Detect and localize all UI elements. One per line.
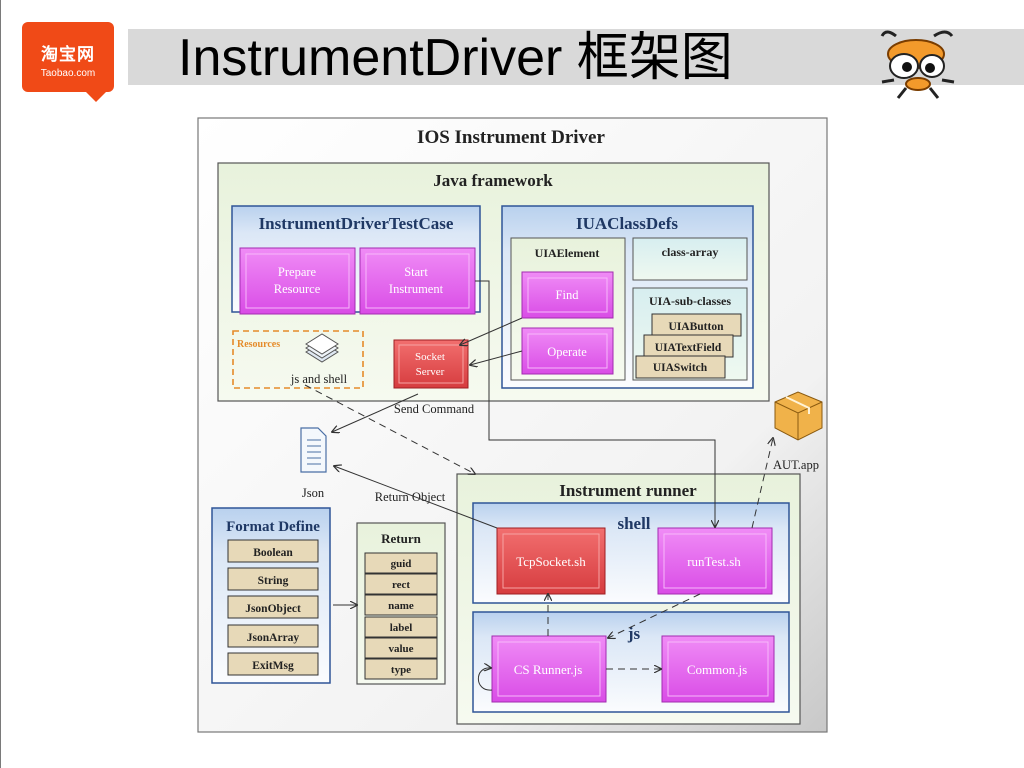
uiswitch-box	[635, 355, 726, 379]
send-command-label: Send Command	[394, 402, 475, 416]
common-js-label: Common.js	[687, 662, 747, 677]
operate-node: Operate	[521, 327, 614, 375]
format-define-title: Format Define	[226, 519, 320, 535]
prepare-label-1: Prepare	[278, 265, 317, 279]
common-js-node: Common.js	[661, 635, 775, 703]
ant-mascot-icon	[880, 30, 955, 99]
logo-en-text: Taobao.com	[40, 68, 96, 79]
format-item: Boolean	[253, 547, 293, 559]
find-to-socket-arrow	[460, 317, 523, 345]
format-item: JsonObject	[245, 603, 301, 615]
operate-label: Operate	[547, 345, 587, 359]
format-item: JsonArray	[247, 632, 300, 644]
return-object-label: Return Object	[375, 490, 446, 504]
format-item: ExitMsg	[252, 660, 294, 672]
java-framework-title: Java framework	[433, 171, 553, 190]
start-label-2: Instrument	[389, 282, 444, 296]
uibutton-label: UIAButton	[669, 321, 725, 333]
socket-label-2: Server	[416, 366, 445, 378]
connectors	[304, 280, 773, 691]
aut-app-label: AUT.app	[773, 458, 819, 472]
title-bar	[128, 29, 1024, 85]
instrument-runner-title: Instrument runner	[559, 481, 697, 500]
return-item: name	[388, 600, 414, 612]
run-test-node: runTest.sh	[657, 527, 773, 595]
classdefs-title: IUAClassDefs	[576, 214, 678, 233]
return-field-list: guid rect name label value type	[364, 552, 438, 680]
js-title: js	[627, 624, 641, 643]
find-label: Find	[556, 288, 580, 302]
start-instrument-node: Start Instrument	[359, 247, 476, 315]
return-object-arrow	[334, 466, 498, 529]
resources-to-runner-arrow	[304, 384, 475, 474]
logo-speech-tail	[82, 88, 110, 102]
shell-title: shell	[617, 514, 650, 533]
uielement-title: UIAElement	[535, 246, 600, 260]
uitextfield-label: UIATextField	[655, 342, 722, 354]
return-item: label	[390, 622, 413, 634]
cs-runner-node: CS Runner.js	[491, 635, 607, 703]
runtest-to-csrunner-arrow	[608, 593, 701, 638]
uiswitch-label: UIASwitch	[653, 362, 708, 374]
find-node: Find	[521, 271, 614, 319]
logo-cn-text: 淘宝网	[41, 45, 95, 64]
return-item: value	[388, 643, 413, 655]
run-test-label: runTest.sh	[687, 554, 741, 569]
tcp-socket-label: TcpSocket.sh	[516, 554, 586, 569]
tcp-socket-node: TcpSocket.sh	[496, 527, 606, 595]
json-label: Json	[302, 486, 325, 500]
ios-driver-title: IOS Instrument Driver	[417, 127, 605, 148]
aut-app-box-icon	[774, 391, 823, 441]
testcase-title: InstrumentDriverTestCase	[259, 214, 454, 233]
prepare-label-2: Resource	[274, 282, 321, 296]
return-title: Return	[381, 531, 421, 546]
js-shell-stack-icon	[305, 333, 339, 363]
runtest-to-aut-arrow	[751, 438, 773, 529]
class-array-label: class-array	[662, 245, 719, 259]
resources-caption: js and shell	[290, 372, 348, 386]
socket-server-node: Socket Server	[393, 339, 469, 389]
prepare-resource-node: Prepare Resource	[239, 247, 356, 315]
operate-to-socket-arrow	[470, 350, 523, 365]
csrunner-loop-arrow	[477, 668, 492, 691]
taobao-logo: 淘宝网 Taobao.com	[22, 22, 114, 92]
cs-runner-label: CS Runner.js	[514, 662, 583, 677]
sub-classes-title: UIA-sub-classes	[649, 294, 731, 308]
page-title: InstrumentDriver 框架图	[178, 29, 733, 87]
return-item: type	[391, 664, 411, 676]
socket-label-1: Socket	[415, 351, 445, 363]
return-item: guid	[391, 558, 412, 570]
class-array-box	[632, 237, 748, 281]
json-document-icon	[300, 427, 327, 473]
format-item: String	[258, 575, 289, 587]
send-command-arrow	[332, 393, 419, 432]
start-label-1: Start	[404, 265, 428, 279]
slide-left-border	[0, 0, 1, 768]
return-item: rect	[392, 579, 410, 591]
format-define-list: Boolean String JsonObject JsonArray Exit…	[227, 539, 319, 676]
start-to-runtest-arrow	[475, 280, 715, 527]
resources-box	[232, 330, 364, 389]
resources-label: Resources	[237, 339, 280, 350]
